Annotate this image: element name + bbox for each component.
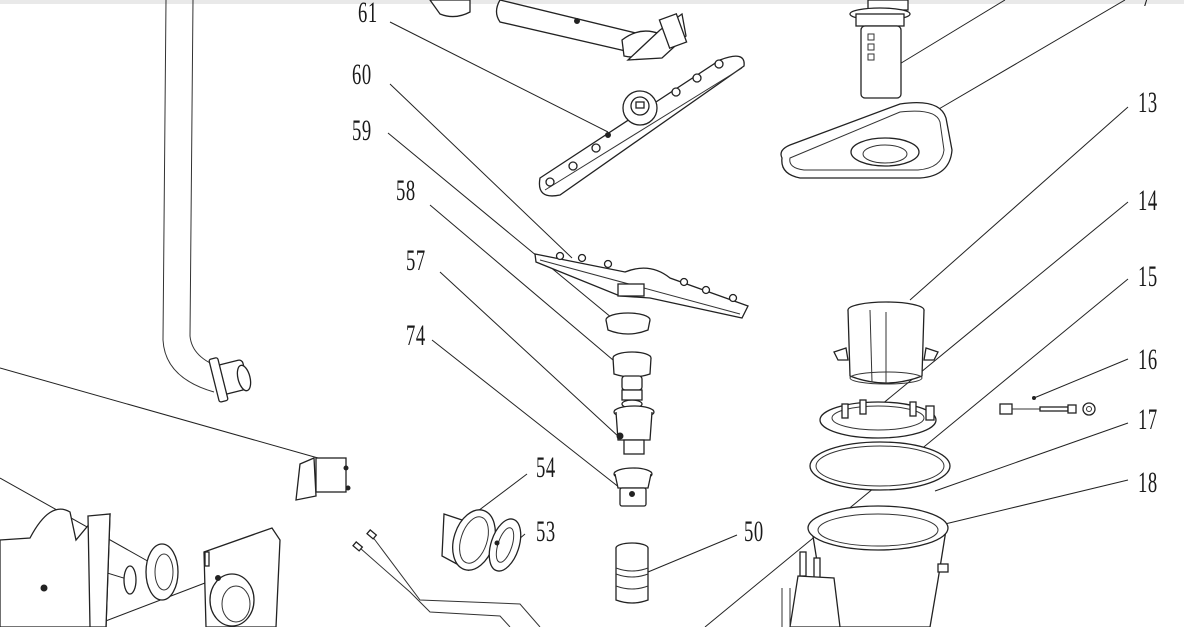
leader-top-a [892, 0, 1006, 69]
leader-16 [1033, 358, 1129, 399]
leader-74 [431, 339, 621, 489]
leader-58 [429, 204, 614, 361]
part-74 [613, 467, 653, 507]
part-59 [605, 312, 651, 335]
callout-60: 60 [352, 58, 372, 91]
callout-57: 57 [406, 244, 426, 277]
part-17-gasket [809, 441, 951, 491]
part-spray-arm-60 [534, 251, 749, 319]
leader-60 [389, 83, 573, 259]
callout-61: 61 [358, 0, 378, 29]
callout-14: 14 [1138, 184, 1158, 217]
part-58 [612, 351, 652, 409]
callout-15: 15 [1138, 260, 1158, 293]
callout-58: 58 [396, 174, 416, 207]
part-57 [613, 405, 655, 455]
callout-74: 74 [406, 319, 426, 352]
callout-50: 50 [744, 515, 764, 548]
leader-57 [439, 271, 620, 438]
leader-7 [931, 0, 1126, 114]
leader-lines [0, 0, 1129, 627]
top-edge [0, 0, 1184, 4]
part-upper-spray-tube [429, 0, 688, 61]
part-7-plate [780, 101, 953, 179]
part-54 [441, 509, 496, 572]
callout-59: 59 [352, 114, 372, 147]
part-inlet-tube [162, 0, 252, 403]
part-16-sensor [999, 396, 1096, 416]
leader-left-e [89, 577, 219, 627]
part-switch [295, 457, 351, 501]
leader-59 [387, 132, 613, 319]
part-top-nozzle [849, 0, 911, 99]
part-18-sump [781, 505, 949, 627]
part-13-filter [833, 301, 939, 385]
part-wire-harness [352, 528, 541, 627]
leader-left-a [0, 367, 319, 459]
callout-13: 13 [1138, 86, 1158, 119]
callout-18: 18 [1138, 466, 1158, 499]
callout-7: 7 [1142, 0, 1152, 12]
part-housing-bottom-left [0, 508, 281, 627]
callout-54: 54 [536, 451, 556, 484]
leader-50 [647, 534, 738, 573]
callout-17: 17 [1138, 403, 1158, 436]
leader-18 [944, 479, 1129, 525]
callout-53: 53 [536, 515, 556, 548]
part-spray-arm-61 [538, 55, 745, 197]
part-53 [488, 518, 522, 572]
part-14-ring [819, 399, 937, 439]
leader-13 [909, 106, 1129, 301]
part-50 [615, 542, 649, 604]
leader-61 [389, 21, 609, 133]
leader-17 [934, 422, 1129, 492]
callout-16: 16 [1138, 343, 1158, 376]
leader-left-b [0, 477, 161, 569]
